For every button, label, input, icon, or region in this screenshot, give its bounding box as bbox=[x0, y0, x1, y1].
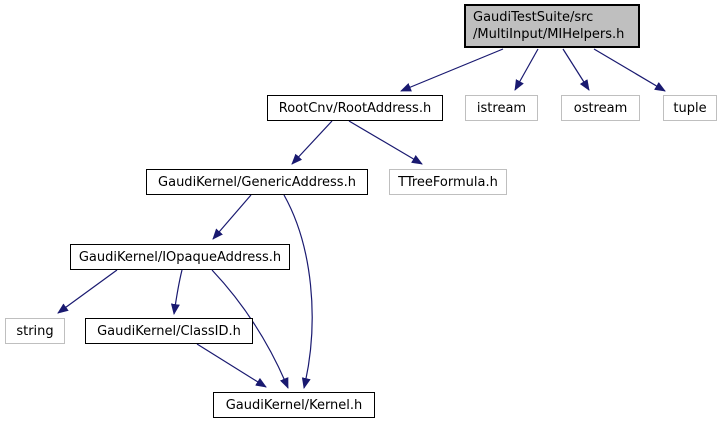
node-classid-label: GaudiKernel/ClassID.h bbox=[97, 323, 241, 339]
edge-mihelpers-rootaddress bbox=[400, 48, 504, 92]
node-rootaddress[interactable]: RootCnv/RootAddress.h bbox=[267, 95, 443, 121]
node-iopaqueaddress-label: GaudiKernel/IOpaqueAddress.h bbox=[78, 249, 282, 265]
edge-mihelpers-ostream bbox=[562, 48, 590, 91]
edge-genericaddress-iopaqueaddress bbox=[212, 194, 252, 240]
edge-iopaqueaddress-classid bbox=[170, 269, 183, 315]
edge-classid-kernel bbox=[196, 343, 267, 388]
node-tuple[interactable]: tuple bbox=[663, 95, 717, 121]
node-rootaddress-label: RootCnv/RootAddress.h bbox=[278, 100, 432, 116]
node-string-label: string bbox=[16, 323, 54, 339]
node-ttreeformula[interactable]: TTreeFormula.h bbox=[389, 169, 507, 195]
node-istream[interactable]: istream bbox=[465, 95, 538, 121]
node-tuple-label: tuple bbox=[673, 100, 707, 116]
edge-iopaqueaddress-string bbox=[57, 269, 118, 314]
node-mihelpers-label-line1: GaudiTestSuite/src bbox=[473, 10, 594, 25]
node-istream-label: istream bbox=[476, 100, 527, 116]
node-classid[interactable]: GaudiKernel/ClassID.h bbox=[85, 318, 253, 344]
node-mihelpers-label-line2: /MultiInput/MIHelpers.h bbox=[473, 27, 625, 42]
node-genericaddress-label: GaudiKernel/GenericAddress.h bbox=[158, 174, 356, 190]
node-ostream-label: ostream bbox=[573, 100, 628, 116]
edge-mihelpers-tuple bbox=[593, 48, 666, 92]
node-kernel-label: GaudiKernel/Kernel.h bbox=[225, 397, 363, 413]
node-genericaddress[interactable]: GaudiKernel/GenericAddress.h bbox=[146, 169, 368, 195]
node-string[interactable]: string bbox=[5, 318, 65, 344]
node-mihelpers[interactable]: GaudiTestSuite/src /MultiInput/MIHelpers… bbox=[464, 4, 640, 48]
edge-rootaddress-ttreeformula bbox=[348, 120, 423, 165]
edge-rootaddress-genericaddress bbox=[291, 120, 333, 165]
edge-genericaddress-kernel bbox=[283, 194, 313, 389]
node-kernel[interactable]: GaudiKernel/Kernel.h bbox=[213, 392, 375, 418]
node-ttreeformula-label: TTreeFormula.h bbox=[398, 174, 498, 190]
edge-mihelpers-istream bbox=[514, 48, 539, 91]
node-iopaqueaddress[interactable]: GaudiKernel/IOpaqueAddress.h bbox=[70, 244, 290, 270]
node-ostream[interactable]: ostream bbox=[561, 95, 640, 121]
